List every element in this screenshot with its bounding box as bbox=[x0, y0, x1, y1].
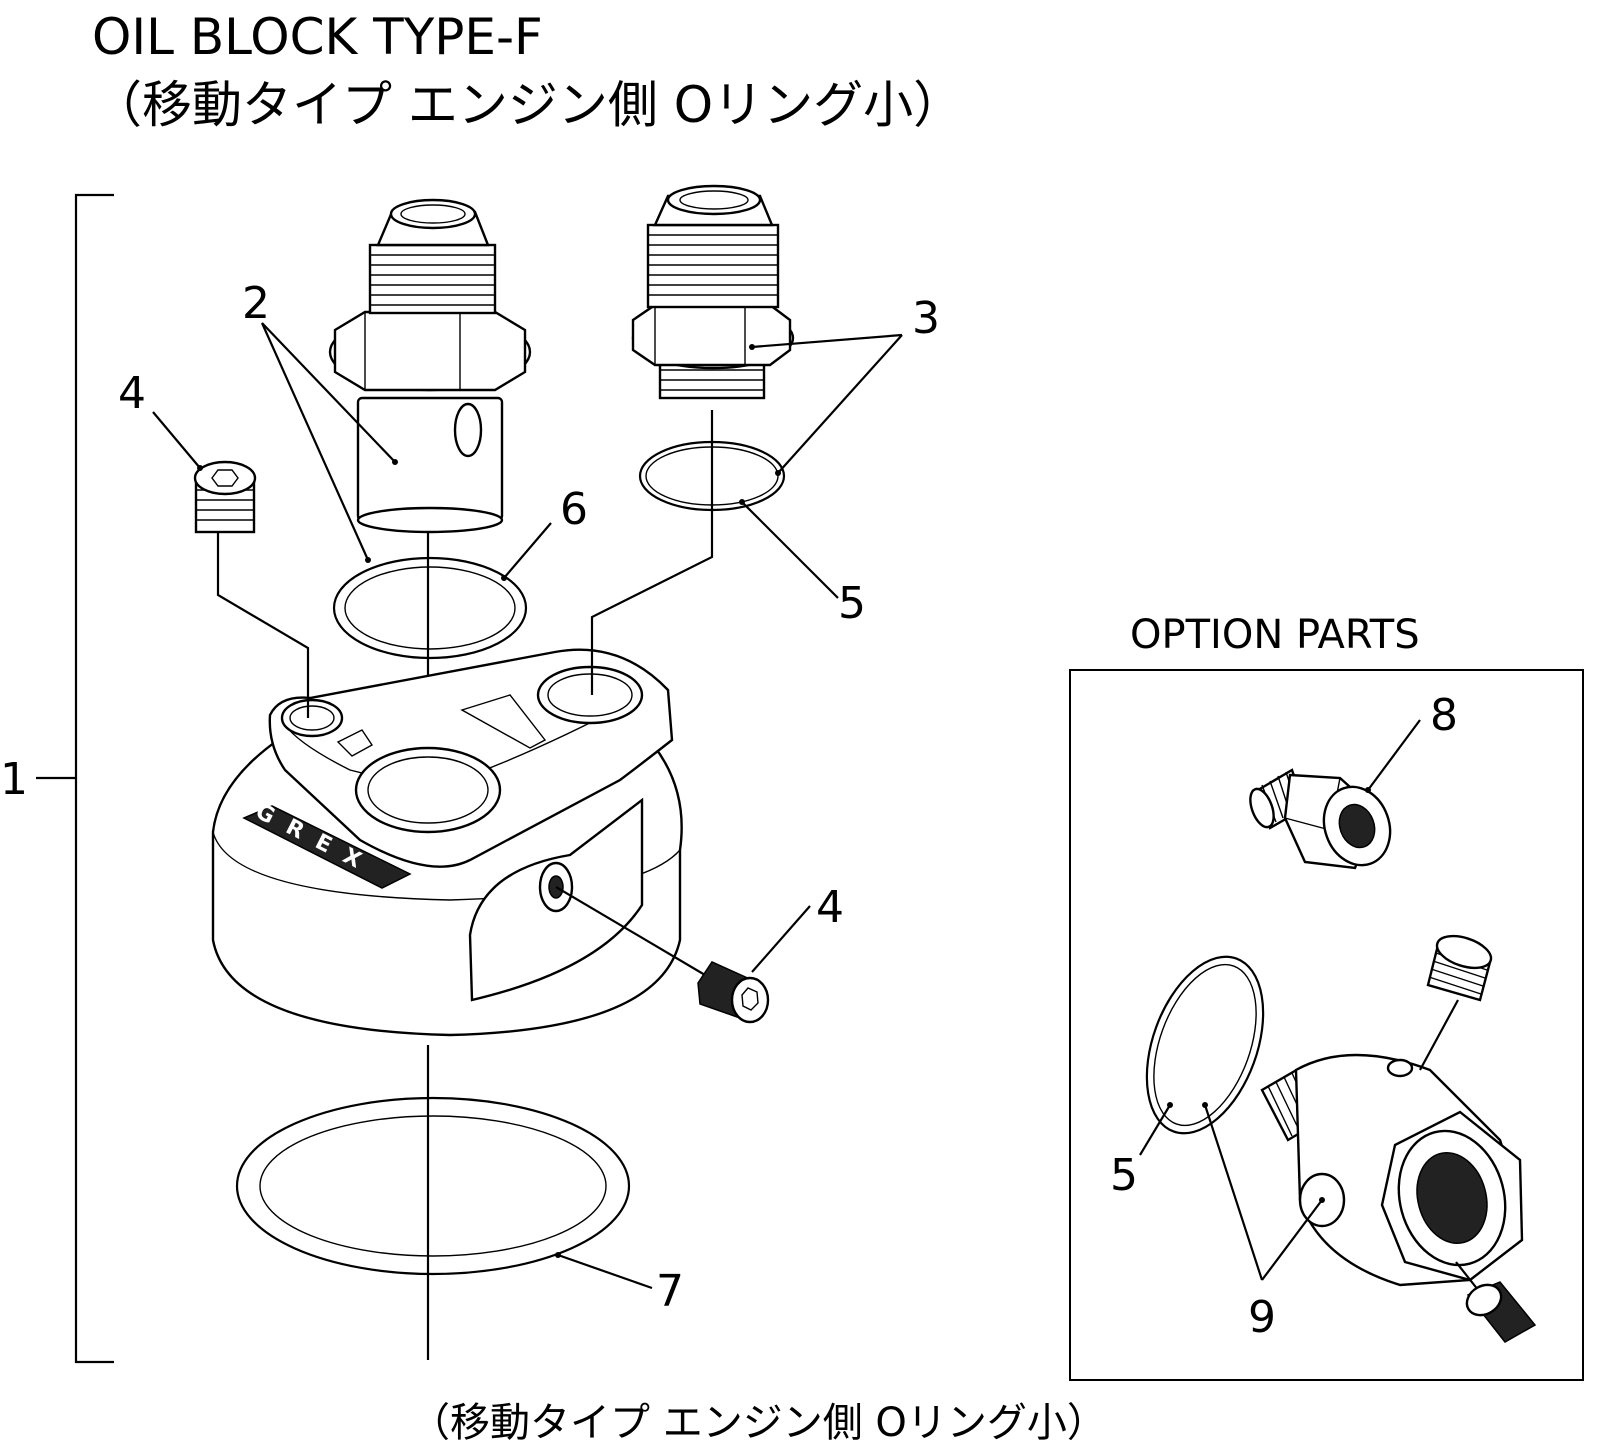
adapter-fitting bbox=[1249, 768, 1392, 870]
callout-8: 8 bbox=[1430, 690, 1458, 741]
callout-1: 1 bbox=[0, 754, 28, 805]
hex-plug-top bbox=[193, 460, 257, 534]
swivel-block bbox=[1260, 1053, 1524, 1287]
callout-5-main: 5 bbox=[838, 578, 866, 629]
option-plug-bottom bbox=[1455, 1261, 1537, 1343]
small-banjo-fitting bbox=[631, 184, 795, 400]
callout-6: 6 bbox=[560, 484, 588, 535]
exploded-parts-diagram: GREX 1 2 3 4 6 5 4 7 OPTION PARTS bbox=[0, 184, 1584, 1381]
diagram-subtitle: （移動タイプ エンジン側 Oリング小） bbox=[92, 76, 964, 134]
option-parts-label: OPTION PARTS bbox=[1130, 612, 1420, 658]
callout-5-option: 5 bbox=[1110, 1150, 1138, 1201]
o-ring-6 bbox=[332, 556, 528, 660]
leader-lines bbox=[152, 322, 903, 1290]
option-leader-lines bbox=[1139, 719, 1421, 1281]
option-parts-box bbox=[1069, 669, 1584, 1381]
callout-7: 7 bbox=[656, 1266, 684, 1317]
large-banjo-fitting bbox=[328, 198, 532, 534]
diagram-title: OIL BLOCK TYPE-F bbox=[92, 8, 543, 66]
callout-9: 9 bbox=[1248, 1292, 1276, 1343]
leader-dots bbox=[197, 344, 781, 1258]
callout-4-top: 4 bbox=[118, 368, 146, 419]
oil-block-body: GREX bbox=[211, 648, 683, 1037]
callout-3: 3 bbox=[912, 293, 940, 344]
hex-plug-side bbox=[555, 886, 770, 1024]
o-ring-large bbox=[235, 1096, 631, 1276]
assembly-bracket bbox=[74, 193, 114, 1364]
option-o-ring bbox=[1145, 955, 1265, 1135]
option-plug-top bbox=[1419, 934, 1493, 1071]
bottom-caption: （移動タイプ エンジン側 Oリング小） bbox=[410, 1400, 1107, 1446]
callout-4-side: 4 bbox=[816, 882, 844, 933]
callout-2: 2 bbox=[242, 278, 270, 329]
option-leader-dots bbox=[1167, 787, 1371, 1203]
